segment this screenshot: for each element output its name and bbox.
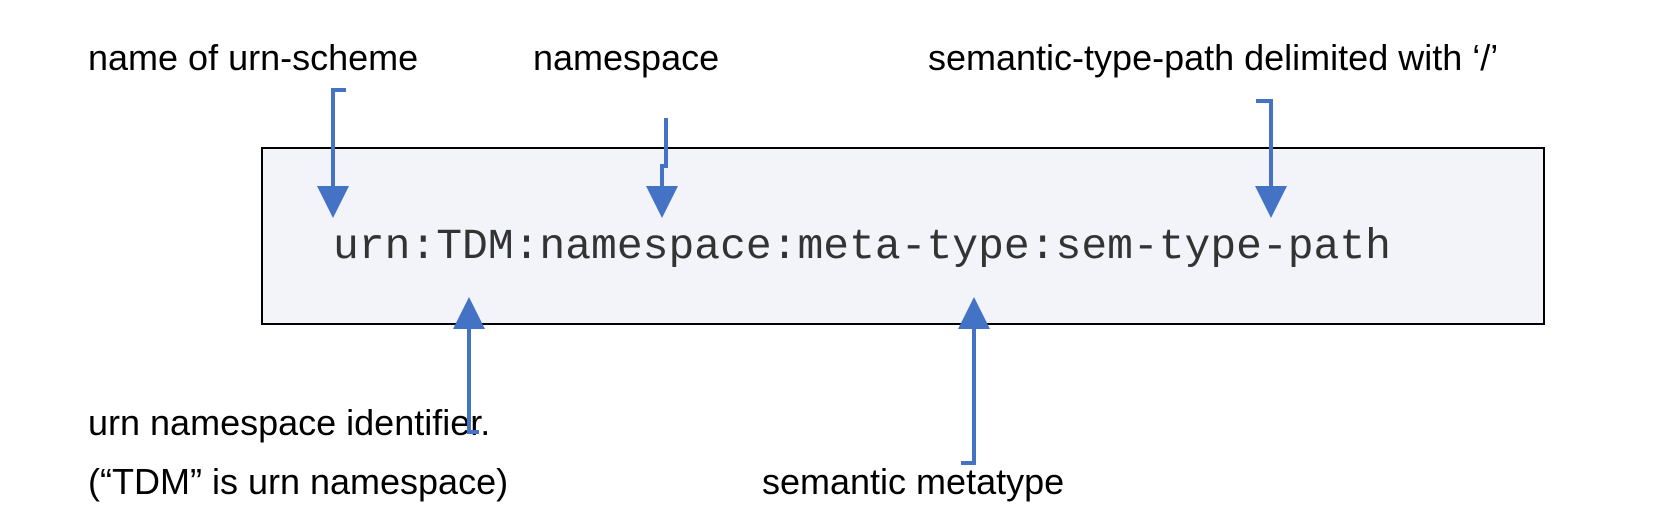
namespace-label: namespace	[533, 37, 719, 78]
metatype-label: semantic metatype	[762, 461, 1064, 502]
nid-label-line1: urn namespace identifier.	[88, 402, 490, 443]
sem-type-path-arrow	[1255, 99, 1287, 218]
scheme-name-label: name of urn-scheme	[88, 37, 418, 78]
metatype-arrow	[958, 297, 990, 465]
urn-string: urn:TDM:namespace:meta-type:sem-type-pat…	[333, 222, 1391, 271]
scheme-arrow	[317, 88, 349, 218]
urn-box	[261, 147, 1545, 325]
namespace-arrow	[646, 118, 678, 218]
nid-label-line2: (“TDM” is urn namespace)	[88, 461, 508, 502]
sem-type-path-label: semantic-type-path delimited with ‘/’	[928, 37, 1498, 78]
nid-arrow	[453, 297, 485, 434]
